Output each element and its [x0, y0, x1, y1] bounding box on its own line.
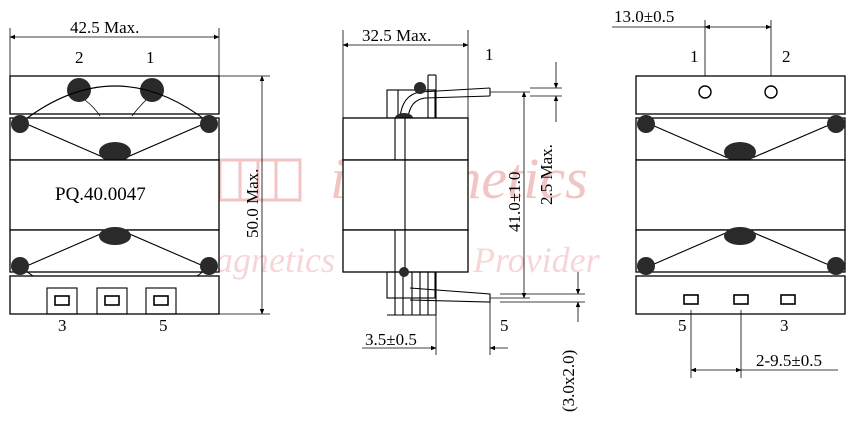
bottom-top-flange — [635, 75, 846, 115]
front-view: 42.5 Max. 2 1 PQ.40.0047 — [9, 18, 270, 335]
bottom-pin-pad — [683, 294, 699, 305]
part-number: PQ.40.0047 — [55, 184, 146, 205]
bottom-pin-hole-2 — [764, 85, 778, 99]
bottom-pin-hole-1 — [698, 85, 712, 99]
front-core-mark — [99, 142, 131, 162]
front-winding-arc-top — [21, 85, 209, 123]
side-view: 32.5 Max. 1 — [342, 26, 585, 412]
front-width-dimension: 42.5 Max. — [9, 18, 220, 76]
front-pin-pad — [153, 295, 169, 306]
bottom-pin-label-bottom-right: 3 — [780, 316, 789, 335]
front-width-label: 42.5 Max. — [70, 18, 139, 37]
side-standoff-dimension: 2.5 Max. — [530, 62, 562, 205]
front-height-label: 50.0 Max. — [243, 169, 262, 238]
front-pin-pad — [104, 295, 120, 306]
front-lead-wire — [84, 99, 101, 117]
front-terminal-1 — [140, 78, 164, 102]
side-pin-label-top: 1 — [485, 45, 494, 64]
side-standoff-label: 2.5 Max. — [537, 144, 556, 205]
side-width-label: 32.5 Max. — [362, 26, 431, 45]
side-pin-length-label: 3.5±0.5 — [365, 330, 417, 349]
front-pin-label-bottom-left: 3 — [58, 316, 67, 335]
side-pin-section-dimension: (3.0x2.0) — [500, 272, 585, 412]
front-top-flange — [9, 75, 220, 115]
side-pin-length-dimension: 3.5±0.5 — [362, 300, 508, 355]
front-pin-label-top-right: 1 — [146, 48, 155, 67]
bottom-center-leg — [635, 159, 846, 231]
side-pin-label-bottom: 5 — [500, 316, 509, 335]
front-center-leg — [9, 159, 220, 231]
bottom-pitch-dimension: 2-9.5±0.5 — [690, 310, 838, 378]
bottom-pin-pad — [780, 294, 796, 305]
bottom-top-pitch-dimension: 13.0±0.5 — [612, 7, 772, 88]
side-width-dimension: 32.5 Max. — [342, 26, 469, 118]
side-span-dimension: 41.0±1.0 — [490, 91, 530, 299]
side-pin-section-label: (3.0x2.0) — [559, 350, 578, 412]
front-bottom-flange — [9, 275, 220, 315]
front-lead-wire — [131, 99, 147, 117]
bottom-pin-label-top-right: 2 — [782, 47, 791, 66]
bottom-pin-label-bottom-left: 5 — [678, 316, 687, 335]
front-pin-pad — [54, 295, 70, 306]
bottom-pitch-label: 2-9.5±0.5 — [756, 351, 822, 370]
bottom-top-pitch-label: 13.0±0.5 — [614, 7, 674, 26]
bottom-pin-pad — [733, 294, 749, 305]
front-pin-label-top-left: 2 — [75, 48, 84, 67]
bottom-view: 13.0±0.5 1 2 5 3 2-9.5±0.5 — [612, 7, 846, 378]
bottom-pin-label-top-left: 1 — [690, 47, 699, 66]
front-height-dimension: 50.0 Max. — [219, 75, 270, 315]
front-terminal-2 — [67, 78, 91, 102]
side-lead-bottom — [409, 287, 491, 303]
side-span-label: 41.0±1.0 — [505, 172, 524, 232]
front-pin-label-bottom-right: 5 — [159, 316, 168, 335]
